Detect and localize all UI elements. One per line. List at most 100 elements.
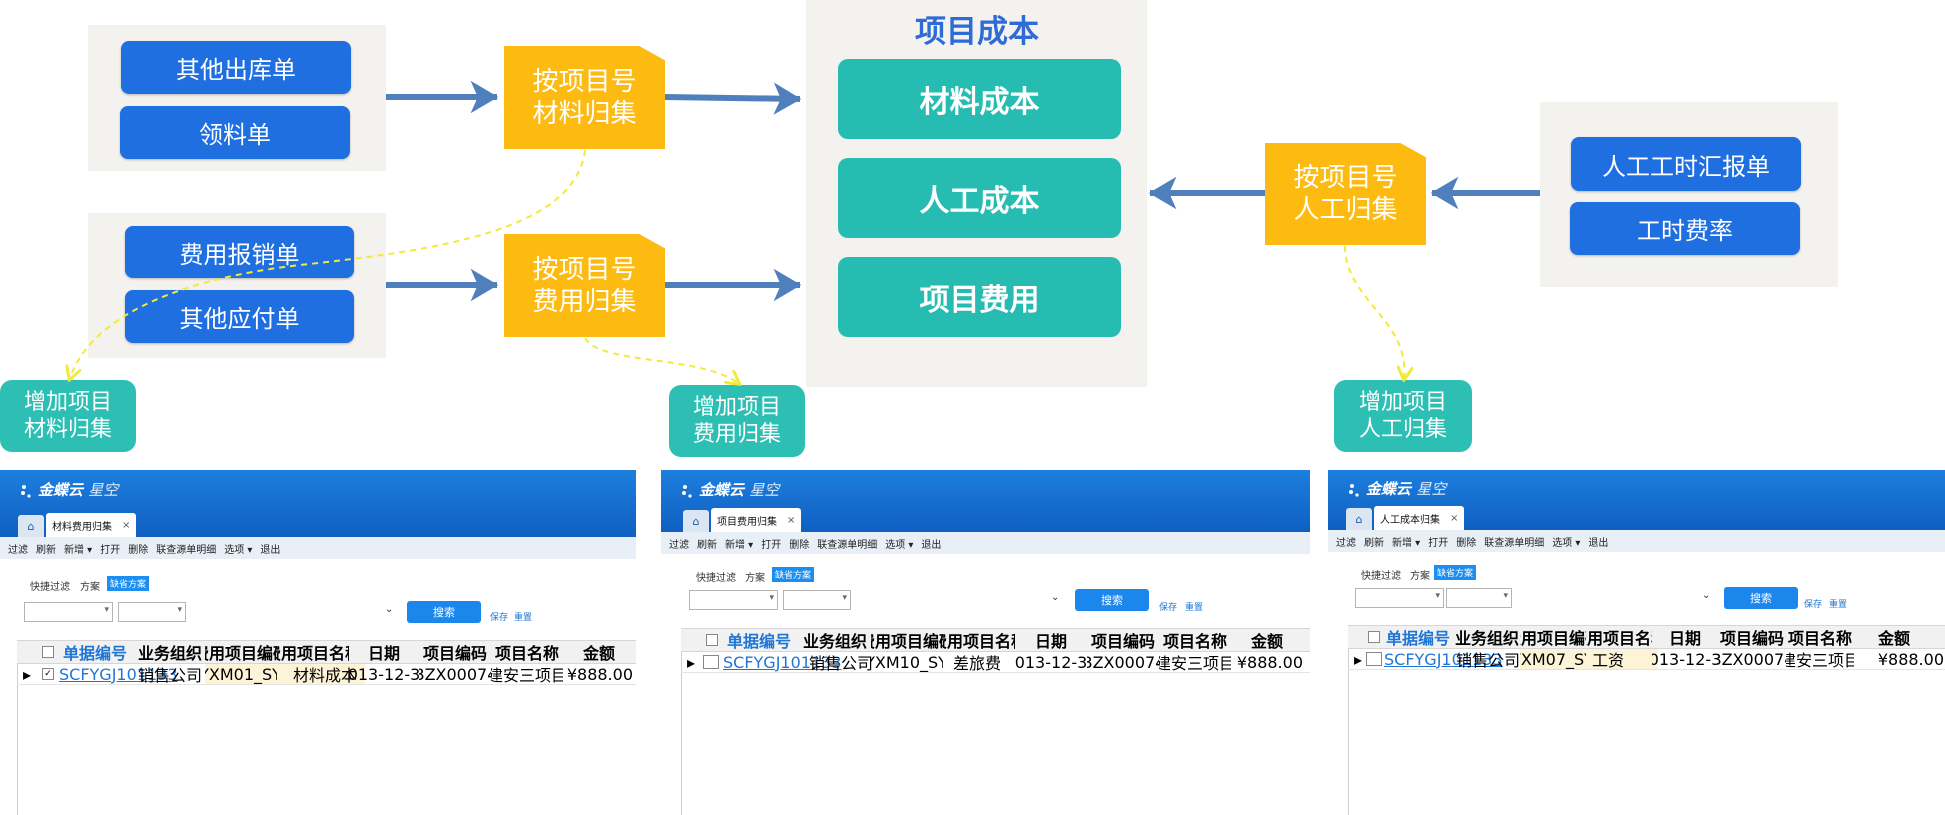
labor-rate-doc[interactable]: 工时费率 (1570, 202, 1800, 255)
toolbar-item[interactable]: 选项 ▾ (885, 539, 914, 551)
header-cell[interactable]: 费用项目编码 (871, 632, 943, 651)
toolbar-item[interactable]: 刷新 (1364, 537, 1384, 549)
expand-chevron-icon[interactable]: ⌄ (1702, 590, 1711, 601)
header-cell[interactable]: 日期 (1668, 629, 1701, 648)
save-link[interactable]: 保存 (1159, 603, 1178, 613)
header-cell[interactable]: 金额 (582, 644, 615, 663)
doc-tab[interactable]: 项目费用归集× (711, 508, 802, 532)
select-all-checkbox[interactable] (42, 646, 54, 658)
reset-link[interactable]: 重置 (1185, 603, 1204, 613)
toolbar-item[interactable]: 打开 (761, 539, 782, 551)
header-cell[interactable]: 项目编码 (422, 644, 487, 663)
toolbar-item[interactable]: 删除 (1456, 537, 1477, 549)
header-cell[interactable]: 金额 (1877, 629, 1910, 648)
expand-chevron-icon[interactable]: ⌄ (1051, 592, 1060, 603)
expense-reimbursement-doc[interactable]: 费用报销单 (125, 226, 354, 278)
toolbar-item[interactable]: 联查源单明细 (817, 539, 878, 551)
filter-field-select[interactable] (1355, 588, 1444, 608)
header-cell[interactable]: 费用项目名称 (1586, 629, 1652, 648)
toolbar-item[interactable]: 打开 (1428, 537, 1449, 549)
header-cell[interactable]: 项目名称 (1787, 629, 1852, 648)
reset-link[interactable]: 重置 (514, 613, 533, 623)
other-payable-doc[interactable]: 其他应付单 (125, 290, 354, 343)
home-tab[interactable]: ⌂ (683, 510, 709, 532)
toolbar-item[interactable]: 退出 (1588, 537, 1609, 549)
other-outbound-doc[interactable]: 其他出库单 (121, 41, 351, 94)
labor-hours-report-doc[interactable]: 人工工时汇报单 (1571, 137, 1801, 191)
toolbar-item[interactable]: 过滤 (1336, 537, 1356, 549)
filter-field-select[interactable] (689, 590, 778, 610)
row-checkbox[interactable]: ✓ (42, 668, 54, 680)
header-cell[interactable]: 费用项目编码 (1520, 629, 1586, 648)
header-cell[interactable]: 业务组织 (137, 644, 202, 663)
toolbar-item[interactable]: 联查源单明细 (156, 544, 217, 556)
header-cell[interactable]: 费用项目编码 (205, 644, 277, 663)
row-expand-icon[interactable]: ▸ (687, 652, 696, 672)
material-requisition-doc[interactable]: 领料单 (120, 106, 350, 159)
toolbar-item[interactable]: 选项 ▾ (1552, 537, 1581, 549)
row-checkbox[interactable] (703, 655, 719, 669)
save-link[interactable]: 保存 (1804, 600, 1823, 610)
filter-operator-select[interactable] (783, 590, 851, 610)
grid-header: 单据编号 业务组织 费用项目编码 费用项目名称 日期 项目编码 项目名称 金额 (1348, 625, 1945, 649)
doc-number-link[interactable]: SCFYGJ101133 (723, 652, 842, 672)
reset-link[interactable]: 重置 (1829, 600, 1848, 610)
toolbar-item[interactable]: 退出 (921, 539, 942, 551)
filter-field-select[interactable] (24, 602, 113, 622)
header-cell[interactable]: 单据编号 (726, 632, 791, 651)
filter-operator-select[interactable] (118, 602, 186, 622)
header-cell[interactable]: 业务组织 (1454, 629, 1519, 648)
toolbar-item[interactable]: 过滤 (669, 539, 689, 551)
toolbar-item[interactable]: 新增 ▾ (64, 544, 93, 556)
expand-chevron-icon[interactable]: ⌄ (385, 604, 394, 615)
table-row[interactable]: ▸ SCFYGJ101133 销售公司 FYXM07_SYS 工资 2013-1… (1348, 649, 1945, 670)
row-checkbox[interactable] (1366, 652, 1382, 666)
filter-operator-select[interactable] (1446, 588, 1512, 608)
toolbar-item[interactable]: 刷新 (36, 544, 56, 556)
toolbar-item[interactable]: 选项 ▾ (224, 544, 253, 556)
toolbar-item[interactable]: 联查源单明细 (1484, 537, 1545, 549)
table-row[interactable]: ▸ SCFYGJ101133 销售公司 FYXM10_SYS 差旅费 2013-… (681, 652, 1310, 673)
doc-number-link[interactable]: SCFYGJ101133 (59, 664, 178, 684)
header-cell[interactable]: 项目名称 (1162, 632, 1227, 651)
toolbar-item[interactable]: 过滤 (8, 544, 28, 556)
home-tab[interactable]: ⌂ (1346, 508, 1372, 530)
toolbar-item[interactable]: 打开 (100, 544, 121, 556)
table-row[interactable]: ▸ ✓ SCFYGJ101133 销售公司 FYXM01_SYS 材料成本 20… (17, 664, 636, 685)
header-cell[interactable]: 日期 (367, 644, 400, 663)
header-cell[interactable]: 单据编号 (62, 644, 127, 663)
default-scheme-chip[interactable]: 缺省方案 (772, 567, 815, 582)
toolbar-item[interactable]: 退出 (260, 544, 281, 556)
close-icon[interactable]: × (1450, 512, 1459, 524)
header-cell[interactable]: 单据编号 (1385, 629, 1450, 648)
toolbar-item[interactable]: 删除 (789, 539, 810, 551)
search-button[interactable]: 搜索 (1724, 587, 1798, 609)
row-expand-icon[interactable]: ▸ (23, 664, 32, 684)
header-cell[interactable]: 项目名称 (494, 644, 559, 663)
home-tab[interactable]: ⌂ (18, 515, 44, 537)
toolbar-item[interactable]: 删除 (128, 544, 149, 556)
row-expand-icon[interactable]: ▸ (1354, 649, 1363, 669)
toolbar-item[interactable]: 刷新 (697, 539, 717, 551)
default-scheme-chip[interactable]: 缺省方案 (1434, 565, 1477, 580)
doc-number-link[interactable]: SCFYGJ101133 (1384, 649, 1503, 669)
close-icon[interactable]: × (122, 519, 131, 531)
save-link[interactable]: 保存 (490, 613, 509, 623)
select-all-checkbox[interactable] (706, 634, 718, 646)
header-cell[interactable]: 业务组织 (802, 632, 867, 651)
toolbar-item[interactable]: 新增 ▾ (725, 539, 754, 551)
close-icon[interactable]: × (787, 514, 796, 526)
select-all-checkbox[interactable] (1368, 631, 1380, 643)
header-cell[interactable]: 费用项目名称 (277, 644, 349, 663)
header-cell[interactable]: 费用项目名称 (943, 632, 1015, 651)
search-button[interactable]: 搜索 (1075, 589, 1149, 611)
header-cell[interactable]: 项目编码 (1090, 632, 1155, 651)
toolbar-item[interactable]: 新增 ▾ (1392, 537, 1421, 549)
doc-tab[interactable]: 材料费用归集× (46, 513, 137, 537)
default-scheme-chip[interactable]: 缺省方案 (107, 576, 150, 591)
header-cell[interactable]: 金额 (1250, 632, 1283, 651)
search-button[interactable]: 搜索 (407, 601, 481, 623)
header-cell[interactable]: 项目编码 (1719, 629, 1784, 648)
header-cell[interactable]: 日期 (1034, 632, 1067, 651)
doc-tab[interactable]: 人工成本归集× (1374, 506, 1465, 530)
